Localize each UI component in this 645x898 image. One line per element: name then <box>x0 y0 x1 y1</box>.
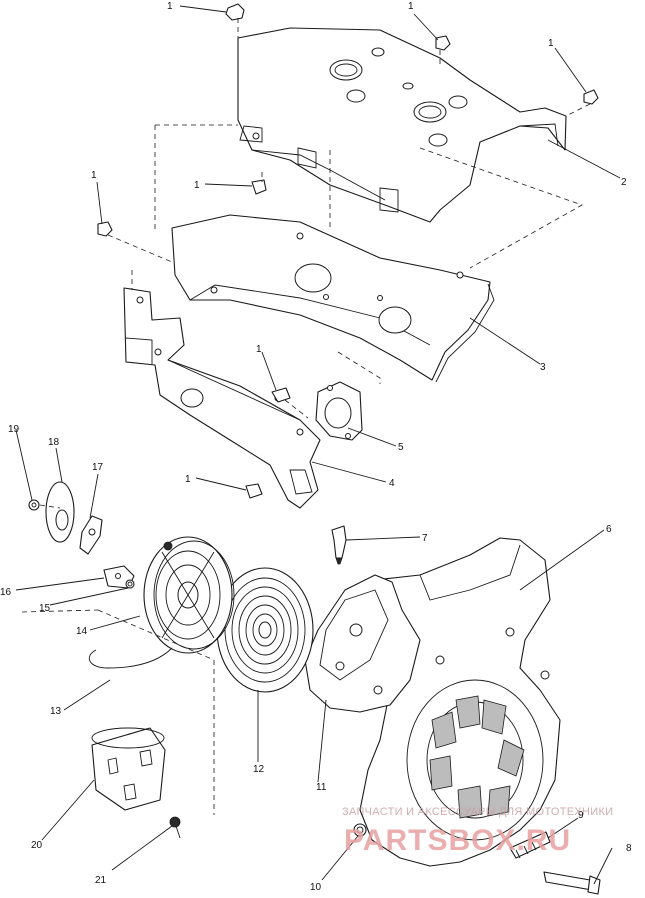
bolt-8 <box>543 871 601 895</box>
washer <box>45 481 75 543</box>
callout-9: 9 <box>578 810 584 821</box>
callout-4: 4 <box>389 478 395 489</box>
callout-18: 18 <box>48 437 60 448</box>
gasket <box>315 381 363 441</box>
callout-1: 1 <box>185 474 191 485</box>
watermark-tagline: ЗАПЧАСТИ И АКСЕССУАРЫ ДЛЯ МОТОТЕХНИКИ <box>342 806 613 818</box>
assembly-lines <box>21 18 591 815</box>
bolt-9 <box>509 831 551 859</box>
rope-pulley <box>143 536 235 654</box>
watermark: ЗАПЧАСТИ И АКСЕССУАРЫ ДЛЯ МОТОТЕХНИКИ PA… <box>342 806 613 857</box>
spark-plug <box>331 525 347 565</box>
fan-housing <box>359 537 561 867</box>
callout-labels: 1 1 1 1 1 1 1 2 3 4 5 6 7 8 9 10 11 12 1… <box>0 1 632 893</box>
starter-cup <box>91 727 166 811</box>
friction-plate <box>79 515 103 555</box>
callout-7: 7 <box>422 533 428 544</box>
nut-19 <box>28 499 40 511</box>
callout-1: 1 <box>167 1 173 12</box>
callout-1: 1 <box>548 38 554 49</box>
callout-5: 5 <box>398 442 404 453</box>
upper-shroud <box>237 27 567 223</box>
leader-lines <box>15 5 621 885</box>
nut-10 <box>353 823 367 837</box>
callout-1: 1 <box>194 180 200 191</box>
lower-shroud <box>171 214 495 383</box>
fastener-nut <box>97 3 599 499</box>
callout-15: 15 <box>39 603 51 614</box>
callout-11: 11 <box>316 782 327 793</box>
bolt-21 <box>169 816 181 839</box>
watermark-logo: PARTSBOX.RU <box>344 824 571 857</box>
mounting-bracket <box>123 287 321 509</box>
callout-13: 13 <box>50 706 62 717</box>
callout-3: 3 <box>540 362 546 373</box>
pawl-spring <box>125 579 135 589</box>
callout-10: 10 <box>310 882 322 893</box>
callout-19: 19 <box>8 424 20 435</box>
cooling-fins <box>429 695 525 819</box>
callout-8: 8 <box>626 843 632 854</box>
callout-17: 17 <box>92 462 104 473</box>
callout-1: 1 <box>256 344 262 355</box>
callout-14: 14 <box>76 626 88 637</box>
starter-rope <box>88 647 173 669</box>
callout-20: 20 <box>31 840 43 851</box>
callout-6: 6 <box>606 524 612 535</box>
callout-1: 1 <box>91 170 97 181</box>
callout-1: 1 <box>408 1 414 12</box>
callout-21: 21 <box>95 875 107 886</box>
callout-2: 2 <box>621 177 627 188</box>
callout-12: 12 <box>253 764 265 775</box>
callout-16: 16 <box>0 587 12 598</box>
